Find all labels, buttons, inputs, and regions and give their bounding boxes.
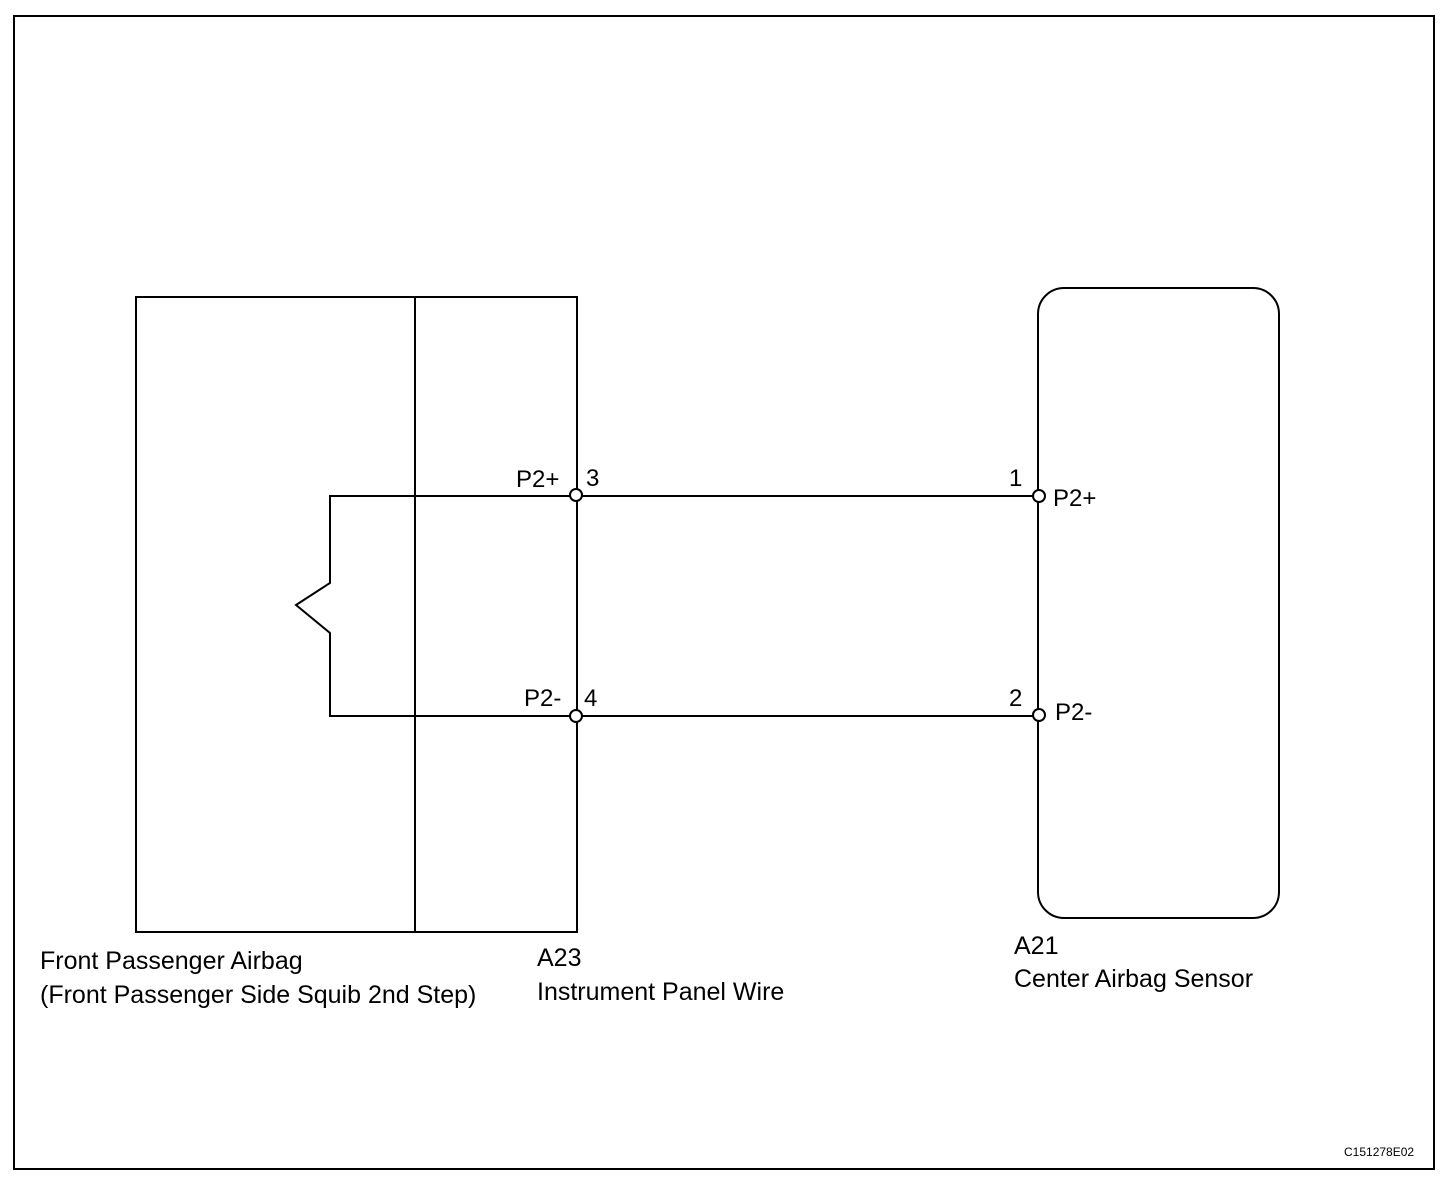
terminal-a21-2	[1032, 708, 1046, 722]
figure-code: C151278E02	[1344, 1145, 1414, 1159]
pin-number-a21-1: 1	[1009, 465, 1022, 492]
terminal-a23-4	[569, 709, 583, 723]
pin-label-a21-p2-plus: P2+	[1053, 485, 1096, 512]
pin-label-a23-p2-minus: P2-	[524, 685, 561, 712]
pin-number-a23-3: 3	[586, 465, 599, 492]
diagram-frame	[13, 15, 1435, 1170]
wire-name: Instrument Panel Wire	[537, 978, 784, 1006]
sensor-code: A21	[1014, 932, 1058, 960]
airbag-connector-box	[135, 296, 578, 933]
pin-label-a21-p2-minus: P2-	[1055, 699, 1092, 726]
airbag-name: Front Passenger Airbag	[40, 947, 303, 975]
terminal-a21-1	[1032, 489, 1046, 503]
sensor-name: Center Airbag Sensor	[1014, 965, 1253, 993]
pin-number-a21-2: 2	[1009, 685, 1022, 712]
pin-number-a23-4: 4	[584, 685, 597, 712]
wire-code: A23	[537, 944, 581, 972]
pin-label-a23-p2-plus: P2+	[516, 466, 559, 493]
airbag-subtitle: (Front Passenger Side Squib 2nd Step)	[40, 981, 476, 1009]
squib-symbol	[294, 495, 575, 717]
terminal-a23-3	[569, 488, 583, 502]
center-airbag-sensor-box	[1037, 287, 1280, 919]
